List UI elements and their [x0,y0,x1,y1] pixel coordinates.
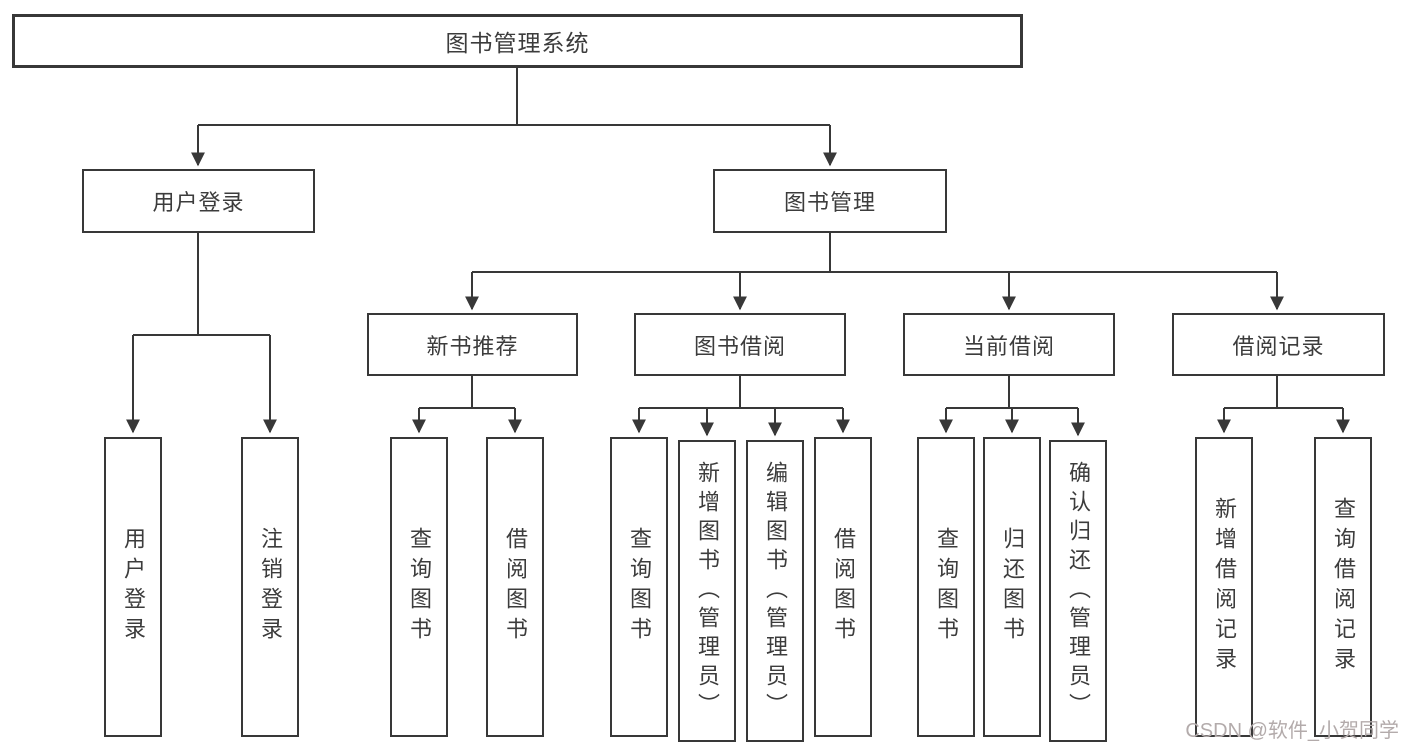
leaf-add-borrow-record: 新增借阅记录 [1195,437,1253,737]
node-book-borrowing: 图书借阅 [634,313,846,376]
leaf-query-books: 查询图书 [917,437,975,737]
leaf-user-login: 用户登录 [104,437,162,737]
leaf-label: 用户登录 [121,527,146,647]
node-label: 借阅记录 [1232,333,1325,359]
leaf-label: 确认归还（管理员） [1066,460,1091,722]
leaf-label: 归还图书 [1000,527,1025,647]
leaf-label: 新增借阅记录 [1212,497,1237,677]
node-label: 图书管理系统 [445,30,590,56]
node-label: 图书借阅 [693,333,786,359]
leaf-label: 查询图书 [627,527,652,647]
leaf-label: 查询图书 [407,527,432,647]
node-book-management: 图书管理 [713,169,947,233]
leaf-label: 查询借阅记录 [1331,497,1356,677]
connector-group [126,68,1350,437]
node-borrowing-records: 借阅记录 [1172,313,1385,376]
leaf-label: 借阅图书 [831,527,856,647]
node-current-borrowing: 当前借阅 [903,313,1115,376]
leaf-label: 编辑图书（管理员） [763,460,788,722]
leaf-borrow-books: 借阅图书 [486,437,544,737]
node-label: 当前借阅 [962,333,1055,359]
leaf-return-books: 归还图书 [983,437,1041,737]
leaf-add-books-admin: 新增图书（管理员） [678,440,736,742]
leaf-query-books: 查询图书 [610,437,668,737]
leaf-edit-books-admin: 编辑图书（管理员） [746,440,804,742]
leaf-confirm-return-admin: 确认归还（管理员） [1049,440,1107,742]
leaf-query-books: 查询图书 [390,437,448,737]
node-label: 用户登录 [152,190,245,215]
node-label: 新书推荐 [426,333,519,359]
leaf-label: 查询图书 [934,527,959,647]
leaf-label: 借阅图书 [503,527,528,647]
node-label: 图书管理 [783,190,876,215]
leaf-borrow-books: 借阅图书 [814,437,872,737]
node-user-login: 用户登录 [82,169,315,233]
node-new-book-recommendation: 新书推荐 [367,313,578,376]
csdn-watermark: CSDN @软件_小贺同学 [1185,720,1399,742]
leaf-label: 注销登录 [258,527,283,647]
leaf-query-borrow-record: 查询借阅记录 [1314,437,1372,737]
leaf-logout: 注销登录 [241,437,299,737]
leaf-label: 新增图书（管理员） [695,460,720,722]
node-library-management-system: 图书管理系统 [12,14,1023,68]
